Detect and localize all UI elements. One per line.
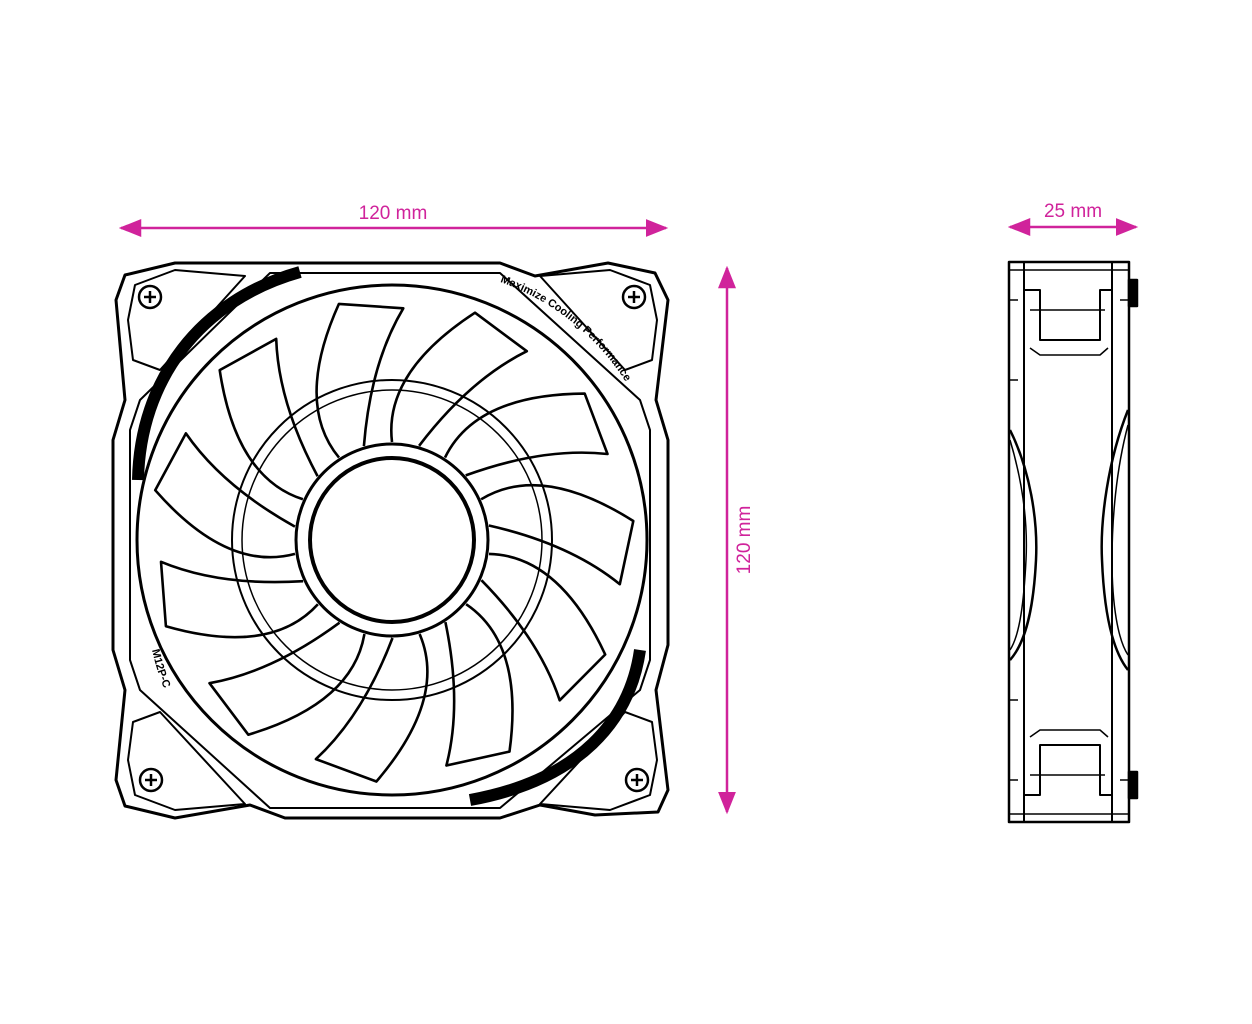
fan-ring-band [132,266,302,481]
fan-model-text: M12P-C [149,648,172,690]
height-label: 120 mm [734,506,755,575]
fan-blade [315,302,405,459]
corner-pad-bottom-right [539,711,658,811]
fan-blade [208,621,366,736]
fan-side-view [1007,260,1139,824]
fan-hub [308,456,476,624]
depth-dimension: 25 mm [1007,201,1139,236]
fan-slogan-text: Maximize Cooling Performance [499,274,633,384]
fan-frame-outline [111,261,670,820]
fan-blade [159,560,319,639]
fan-model-path: M12P-C [149,648,172,690]
fan-blade [444,603,514,767]
fan-blade [443,392,609,477]
screw-top-left [137,284,163,310]
fan-front-view [111,261,670,820]
fan-blade [153,432,296,559]
side-screw-bottom [1127,770,1139,800]
fan-frame-inner [129,272,651,809]
fan-blade [390,311,529,447]
fan-shroud [135,283,649,797]
corner-pad-top-right [539,269,658,371]
side-top-bracket [1024,289,1112,341]
height-dimension: 120 mm [718,265,755,815]
fan-blade [314,633,429,783]
fan-ring-band-lower [468,649,646,806]
fan-hub-ring-outer [231,379,553,701]
side-blade-right [1100,409,1130,671]
corner-pad-top-left [127,269,246,371]
side-frame-outline [1007,260,1131,824]
width-label: 120 mm [359,203,428,224]
fan-blade [480,483,635,586]
screw-top-right [621,284,647,310]
side-screw-top [1127,278,1139,308]
depth-label: 25 mm [1044,201,1102,222]
fan-blades [153,302,635,783]
fan-slogan-path: Maximize Cooling Performance [499,274,633,384]
fan-hub-outer [294,442,490,638]
screw-bottom-left [138,767,164,793]
corner-pad-bottom-left [127,711,246,811]
width-dimension: 120 mm [118,203,669,237]
fan-blade [480,552,607,702]
side-bottom-bracket [1024,744,1112,796]
side-blade-left [1008,429,1038,661]
fan-blade [218,337,319,501]
screw-bottom-right [624,767,650,793]
